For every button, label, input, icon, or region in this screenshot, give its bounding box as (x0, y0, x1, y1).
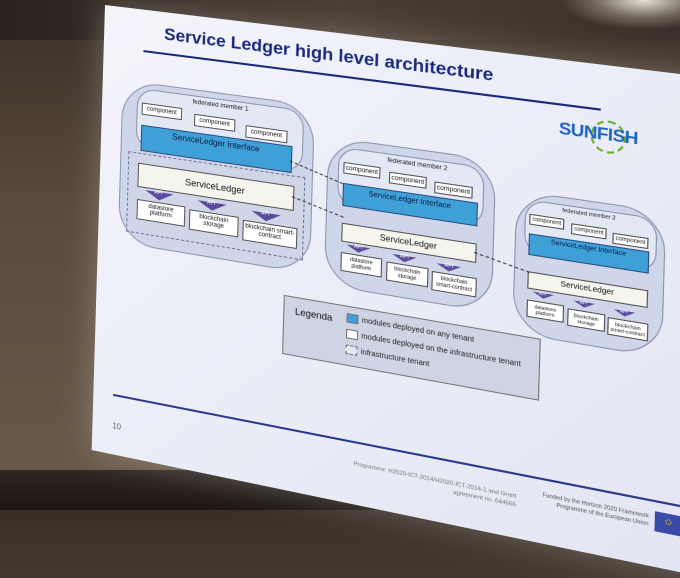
legend: Legenda modules deployed on any tenant m… (282, 294, 541, 401)
projection-area: Service Ledger high level architecture S… (91, 5, 680, 578)
white-swatch-icon (345, 328, 359, 341)
api-label: API (399, 252, 409, 261)
footer-divider (113, 393, 680, 509)
page-number: 10 (112, 420, 122, 432)
api-label: API (206, 199, 216, 208)
api-label: API (154, 189, 163, 197)
projected-slide: Service Ledger high level architecture S… (91, 5, 680, 578)
api-label: API (260, 210, 270, 218)
programme-text: Programme: H2020-ICT-2014/H2020-ICT-2014… (353, 461, 517, 509)
eu-flag-icon: ✩ (654, 511, 680, 538)
api-label: API (444, 262, 454, 271)
api-label: API (579, 299, 588, 306)
slide-title: Service Ledger high level architecture (163, 24, 494, 86)
legend-item-label: infrastructure tenant (360, 348, 430, 369)
legend-title: Legenda (294, 306, 333, 324)
api-label: API (353, 243, 363, 252)
ceiling-light (560, 0, 680, 30)
api-label: API (619, 307, 628, 315)
funded-text: Funded by the Horizon 2020 Framework Pro… (542, 492, 649, 528)
blue-swatch-icon (346, 312, 359, 325)
api-label: API (538, 290, 547, 298)
dashed-cloud-swatch-icon (345, 344, 358, 357)
